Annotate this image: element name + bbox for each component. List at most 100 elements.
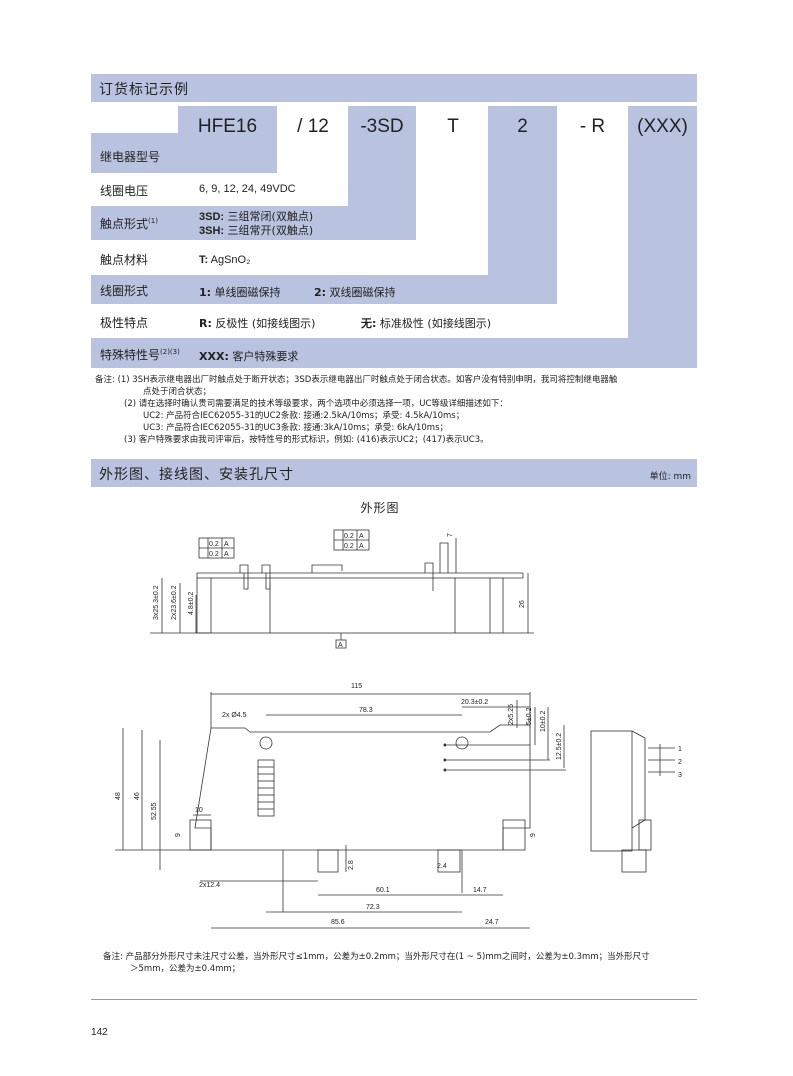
val-r-text: 反极性 (如接线图示)	[211, 317, 316, 330]
order-note-uc3: UC3: 产品符合IEC62055-31的UC3条款: 接通:3kA/10ms；…	[143, 423, 448, 433]
tol-box2-val2: 0.2	[344, 543, 354, 550]
order-note-3: (3) 客户特殊要求由我司评审后，按特性号的形式标识，例如: (416)表示UC…	[124, 435, 489, 445]
val-2-text: 双线圈磁保持	[326, 286, 396, 299]
code-special: (XXX)	[637, 116, 688, 137]
side-terminal-2	[261, 564, 271, 590]
side-terminal-4	[424, 562, 434, 591]
val-none-text: 标准极性 (如接线图示)	[376, 317, 491, 330]
val-2-code: 2:	[314, 286, 327, 299]
dim-78-3: 78.3	[359, 707, 373, 714]
row-label-special: 特殊特性号(2)(3)	[100, 346, 180, 363]
dim-26: 26	[519, 600, 526, 608]
dims-section-header: 外形图、接线图、安装孔尺寸 单位: mm	[91, 459, 697, 487]
mount-hole-right	[455, 736, 469, 750]
val-3sh-code: 3SH:	[199, 225, 225, 237]
val-t-text: AgSnO₂	[208, 254, 251, 266]
val-3sd-code: 3SD:	[199, 211, 225, 223]
row-label-contact-material: 触点材料	[100, 253, 149, 267]
code-voltage: / 12	[297, 116, 329, 137]
dim-12-5: 12.5±0.2	[556, 733, 563, 760]
mount-hole-left	[259, 736, 273, 750]
pin-2-label: 2	[678, 759, 682, 766]
val-1-code: 1:	[199, 286, 212, 299]
dims-note-line1: 备注: 产品部分外形尺寸未注尺寸公差，当外形尺寸≤1mm，公差为±0.2mm；当…	[103, 952, 650, 962]
dim-52-55: 52.55	[151, 802, 158, 820]
row-value-polarity-2: 无: 标准极性 (如接线图示)	[361, 315, 491, 331]
dim-2-4: 2.4	[437, 863, 447, 870]
dim-7: 7	[447, 533, 454, 537]
row-label-contact-form: 触点形式(1)	[100, 215, 158, 232]
order-row-bg-3	[91, 206, 416, 240]
val-3sh-text: 三组常开(双触点)	[224, 224, 314, 237]
tol-box1-a1: A	[224, 541, 229, 548]
order-col-xxx	[628, 106, 697, 368]
dim-2x5-25: 2x5.25	[508, 704, 515, 725]
code-contact-material: T	[447, 116, 459, 137]
row-value-contact-form-1: 3SD: 三组常闭(双触点)	[199, 208, 313, 224]
side-view-body	[196, 577, 504, 634]
dim-2-8: 2.8	[348, 860, 355, 870]
dim-9a: 9	[175, 833, 182, 837]
val-xxx-code: XXX:	[199, 350, 229, 363]
order-row-bg-5	[91, 275, 557, 304]
side-terminal-5	[439, 542, 449, 573]
dim-2x12-4: 2x12.4	[199, 882, 220, 889]
val-xxx-text: 客户特殊要求	[228, 350, 299, 363]
row-value-contact-material: T: AgSnO₂	[199, 253, 250, 266]
tol-box1-a2: A	[224, 551, 229, 558]
code-coil-type: 2	[517, 116, 528, 137]
page-number: 142	[91, 1027, 108, 1038]
dims-note-line2: ＞5mm，公差为±0.4mm；	[130, 964, 241, 974]
row-label-contact-form-text: 触点形式	[100, 217, 149, 231]
dim-48: 48	[115, 792, 122, 800]
dim-24-7: 24.7	[485, 919, 499, 926]
val-none-code: 无:	[361, 317, 377, 330]
dim-5: 5±0.2	[526, 707, 533, 725]
dim-115: 115	[351, 683, 362, 690]
dim-85-6: 85.6	[331, 919, 345, 926]
tol-box2-a1: A	[359, 533, 364, 540]
val-r-code: R:	[199, 317, 212, 330]
dim-9b: 9	[530, 833, 537, 837]
row-sup-contact-form: (1)	[148, 217, 158, 225]
row-label-coil-voltage: 线圈电压	[100, 184, 149, 198]
side-terminal-3	[311, 564, 343, 573]
dim-20-3: 20.3±0.2	[461, 699, 488, 706]
row-label-model: 继电器型号	[100, 150, 161, 164]
tol-box1-val2: 0.2	[209, 551, 219, 558]
dim-2x-d4-5: 2x Ø4.5	[222, 712, 247, 719]
dim-10b: 10	[195, 807, 203, 814]
datum-a-label: A	[338, 642, 343, 649]
footer-rule	[91, 999, 697, 1000]
dim-3x25: 3x25.3±0.2	[153, 585, 160, 620]
val-1-text: 单线圈磁保持	[211, 286, 281, 299]
dim-60-1: 60.1	[376, 887, 390, 894]
order-note-uc2: UC2: 产品符合IEC62055-31的UC2条款: 接通:2.5kA/10m…	[143, 411, 465, 421]
val-3sd-text: 三组常闭(双触点)	[224, 210, 314, 223]
tol-box2-val1: 0.2	[344, 533, 354, 540]
top-view-right-tab	[502, 819, 526, 851]
end-view-body	[590, 730, 633, 852]
top-view-body	[194, 724, 531, 851]
order-col-hfe16	[178, 106, 277, 173]
tol-box2-a2: A	[359, 543, 364, 550]
dim-46: 46	[134, 792, 141, 800]
top-view-left-tab	[189, 819, 212, 851]
dim-14-7: 14.7	[473, 887, 487, 894]
dim-2x23: 2x23.6±0.2	[171, 585, 178, 620]
tol-box1-val1: 0.2	[209, 541, 219, 548]
code-model: HFE16	[197, 116, 258, 137]
order-note-2: (2) 请在选择时确认贵司需要满足的技术等级要求，两个选项中必须选择一项，UC等…	[124, 399, 508, 409]
row-label-coil-type: 线圈形式	[100, 284, 149, 298]
outline-subtitle: 外形图	[360, 501, 400, 515]
order-section-header: 订货标记示例	[91, 74, 697, 102]
row-value-polarity-1: R: 反极性 (如接线图示)	[199, 315, 315, 331]
row-value-special: XXX: 客户特殊要求	[199, 348, 298, 364]
row-value-contact-form-2: 3SH: 三组常开(双触点)	[199, 222, 313, 238]
dim-10: 10±0.2	[540, 711, 547, 732]
dims-section-title: 外形图、接线图、安装孔尺寸	[99, 467, 294, 483]
row-sup-special: (2)(3)	[160, 348, 180, 356]
row-value-coil-type-2: 2: 双线圈磁保持	[314, 284, 396, 300]
row-label-special-text: 特殊特性号	[100, 348, 161, 362]
